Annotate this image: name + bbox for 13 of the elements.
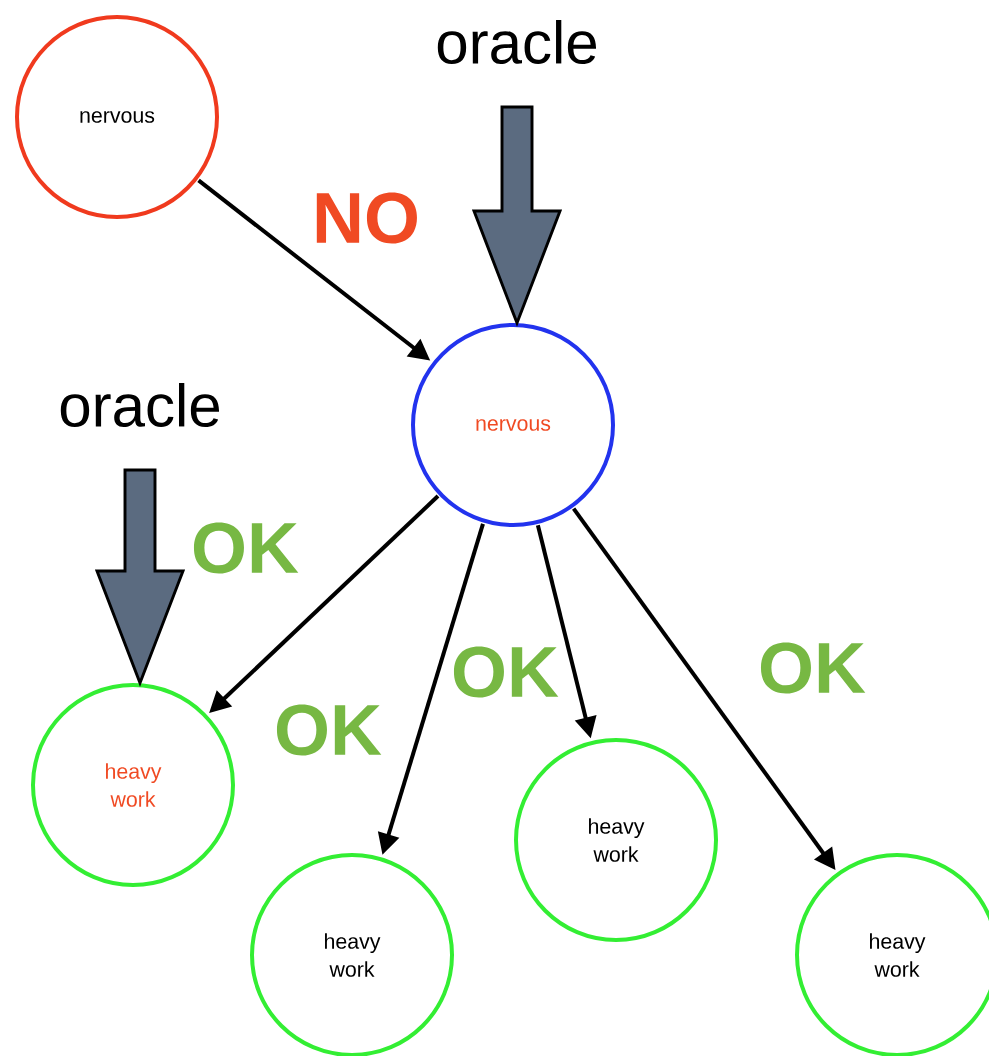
- circle-node: nervous: [15, 15, 219, 219]
- edge-label: OK: [756, 641, 868, 695]
- edge-label: OK: [449, 645, 561, 699]
- edge-label: OK: [272, 703, 384, 757]
- edge-label: NO: [310, 191, 422, 245]
- circle-node: heavy work: [31, 683, 235, 887]
- label-text: oracle: [437, 19, 596, 65]
- circle-node: heavy work: [514, 738, 718, 942]
- block-arrow: [471, 105, 563, 328]
- block-arrow: [94, 468, 186, 688]
- edge-label: OK: [189, 521, 301, 575]
- circle-node: nervous: [411, 323, 615, 527]
- label-text: oracle: [60, 383, 219, 428]
